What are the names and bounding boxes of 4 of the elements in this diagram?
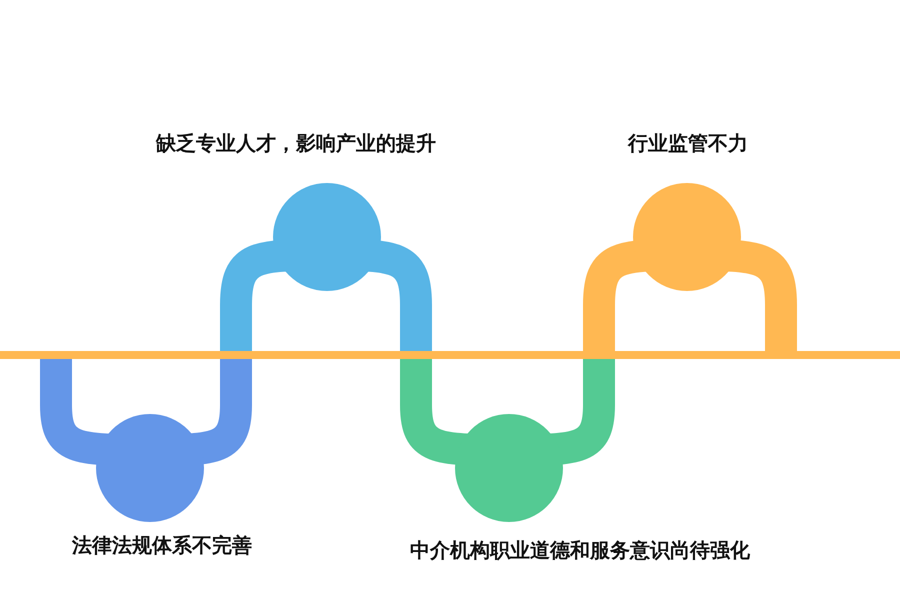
- point-text: 中介机构职业道德和服务意识尚待强化: [410, 537, 750, 563]
- point-text: 法律法规体系不完善: [72, 532, 252, 558]
- point-text: 行业监管不力: [628, 130, 748, 156]
- point-text: 缺乏专业人才，影响产业的提升: [156, 130, 436, 156]
